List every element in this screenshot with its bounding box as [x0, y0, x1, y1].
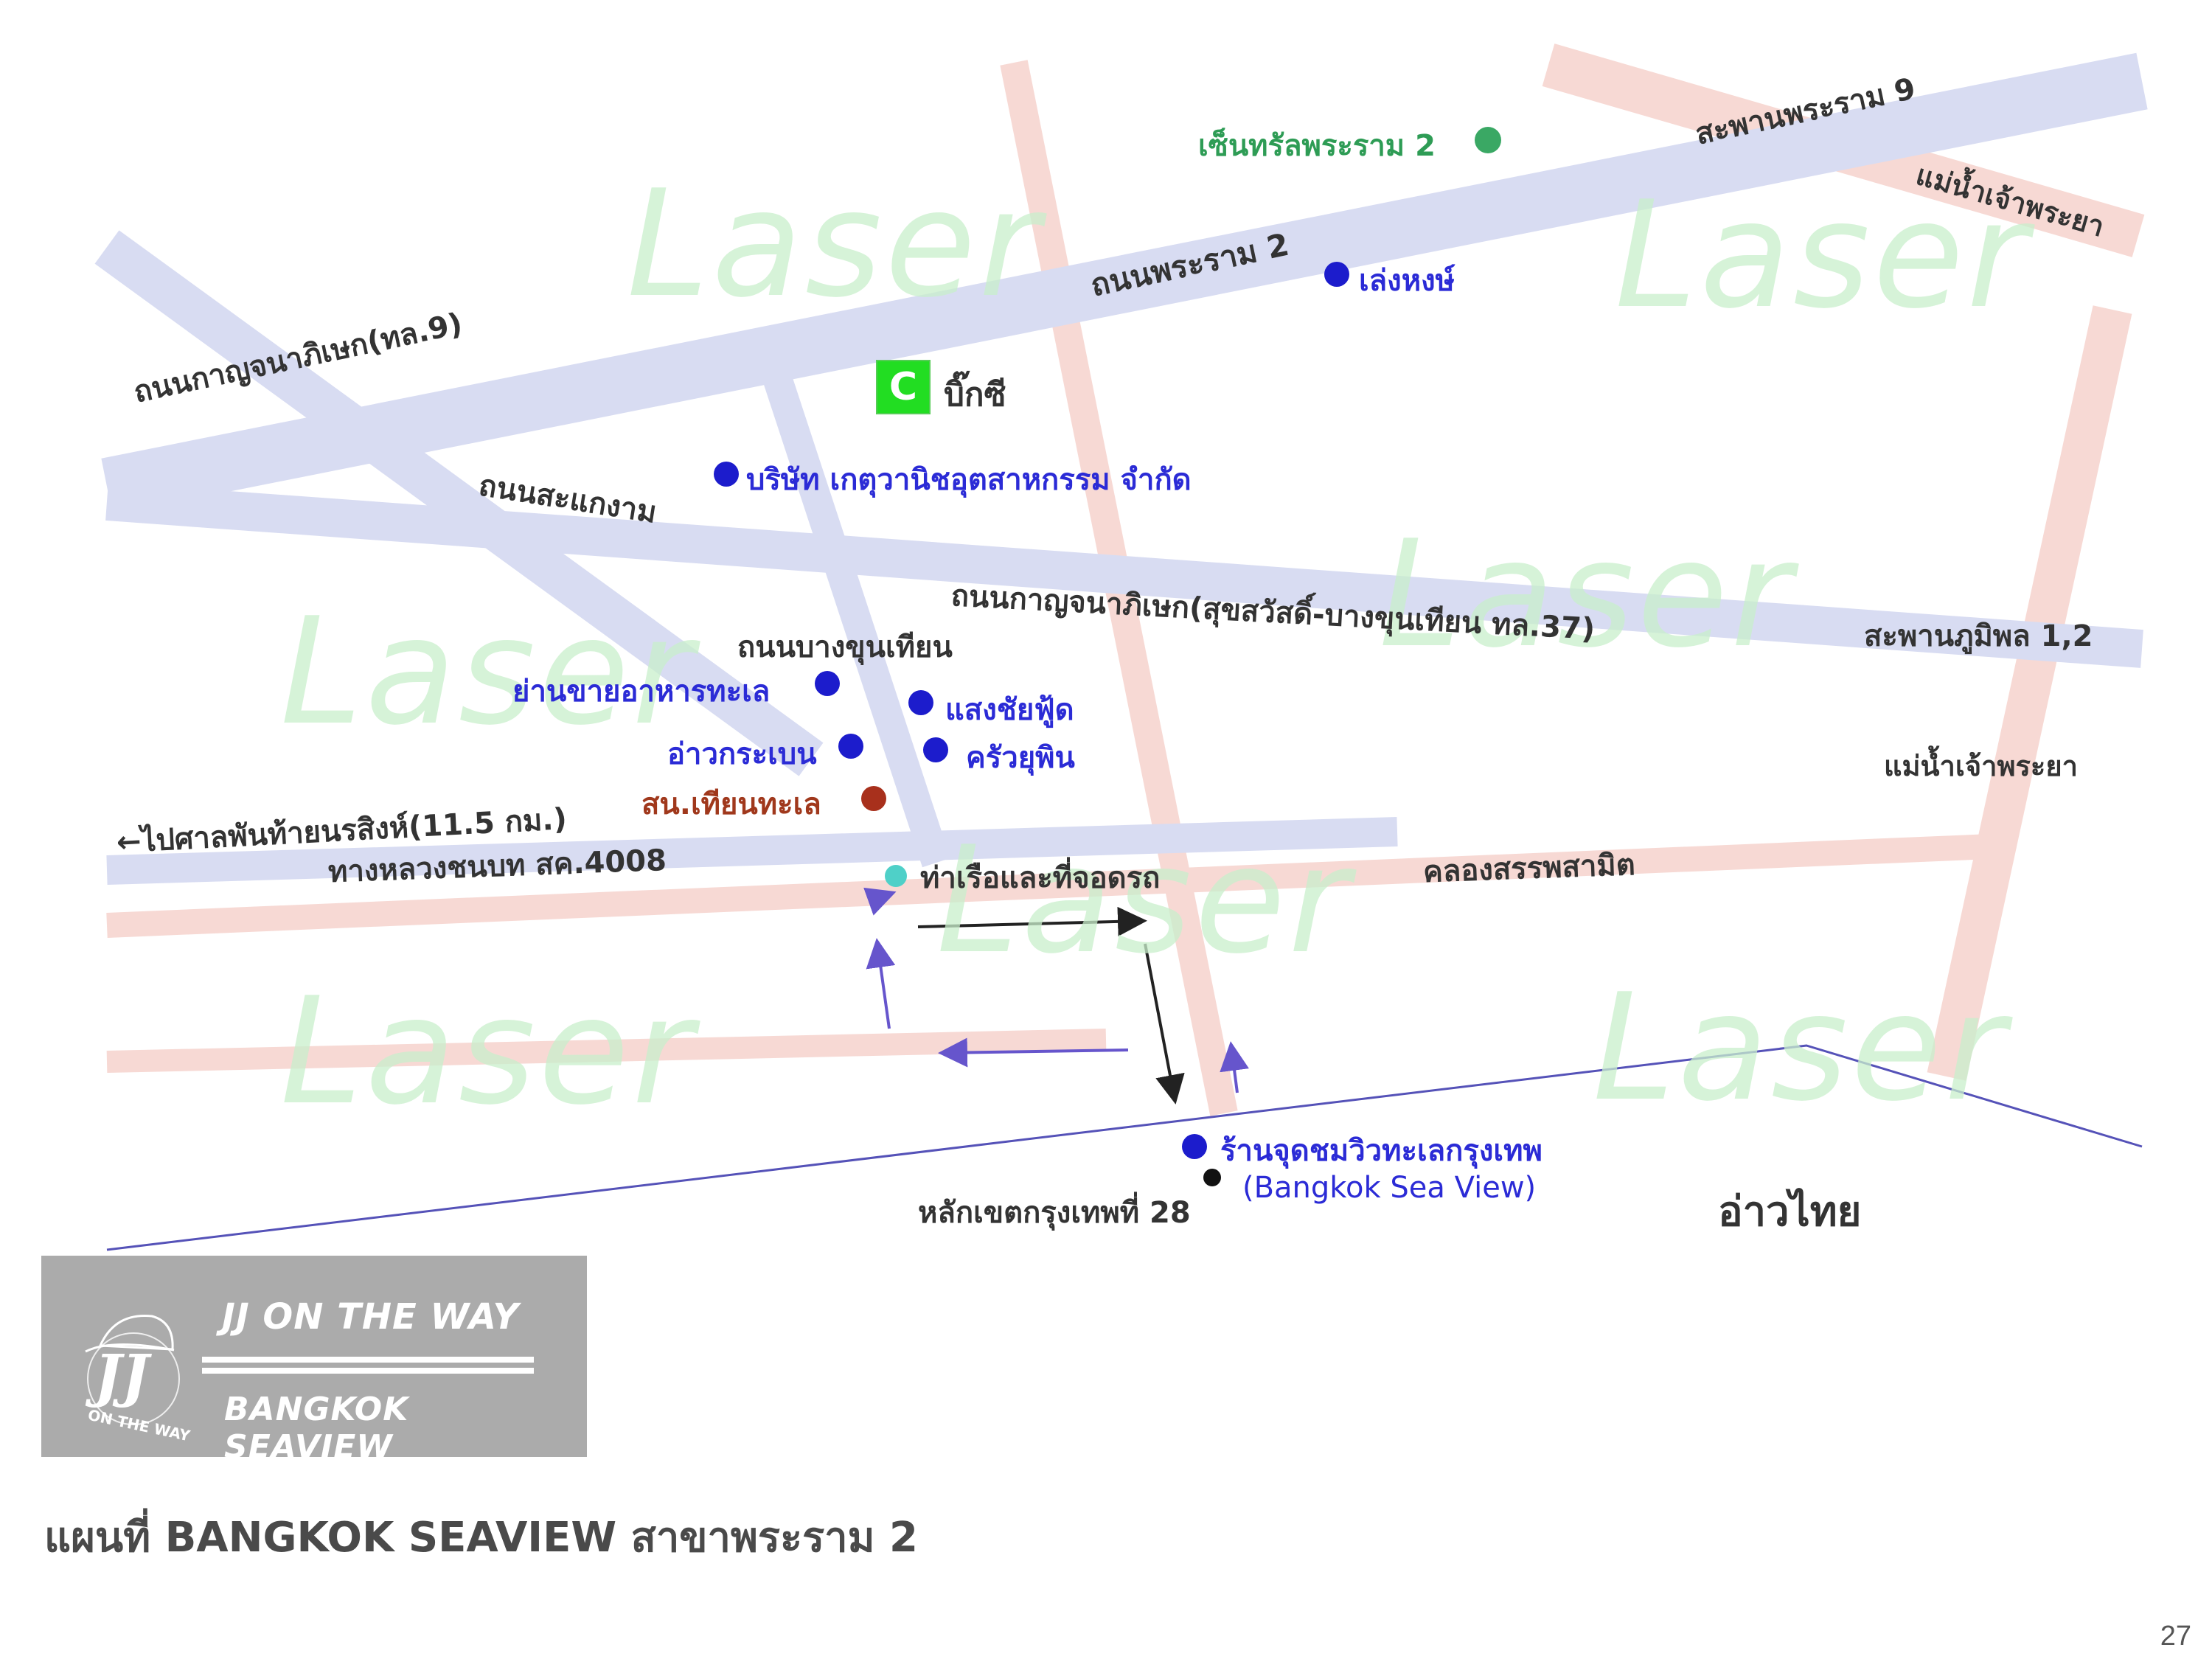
marker-seng-hong	[1324, 262, 1349, 287]
watermark: Laser	[1379, 509, 1795, 681]
marker-krua-yupin	[923, 737, 948, 762]
logo-divider	[202, 1357, 534, 1363]
marker-ao-krabang	[838, 734, 863, 759]
route-arrow-up-right	[1220, 1041, 1249, 1093]
label-saeng-chai-food: แสงชัยฟู้ด	[945, 693, 1074, 727]
label-gulf: อ่าวไทย	[1718, 1188, 1862, 1236]
watermark: Laser	[627, 159, 1043, 330]
marker-boundary-post	[1203, 1169, 1221, 1186]
label-pier-parking: ท่าเรือและที่จอดรถ	[920, 861, 1161, 895]
watermark: Laser	[280, 586, 696, 758]
marker-thian-thale-school	[861, 786, 886, 811]
highway-4008-line	[106, 817, 1398, 885]
jj-cap-logo-icon	[85, 1315, 180, 1425]
marker-central-rama2	[1475, 127, 1501, 153]
marker-restaurant	[1182, 1134, 1207, 1159]
label-ao-krabang: อ่าวกระเบน	[667, 737, 817, 771]
route-arrow-to-pier	[863, 887, 897, 916]
label-bhumibol-bridge: สะพานภูมิพล 1,2	[1864, 619, 2093, 653]
chao-phraya-river-right	[1927, 305, 2132, 1081]
kanchana-9-road-line	[94, 230, 824, 776]
rama2-road-line	[101, 52, 2148, 515]
watermark: Laser	[280, 966, 696, 1138]
logo-title: JJ ON THE WAY	[222, 1296, 520, 1338]
route-arrow-east	[917, 906, 1147, 936]
route-arrow-up-left	[866, 938, 896, 1029]
label-big-c: บิ๊กซี	[944, 376, 1006, 414]
route-arrows	[863, 887, 1249, 1105]
label-thian-thale-school: สน.เทียนทะเล	[641, 787, 821, 821]
map-caption: แผนที่ BANGKOK SEAVIEW สาขาพระราม 2	[44, 1514, 918, 1562]
label-seafood-market: ย่านขายอาหารทะเล	[512, 675, 771, 709]
label-restaurant-en: (Bangkok Sea View)	[1242, 1171, 1537, 1205]
logo-banner: JJ ON THE WAY JJ ON THE WAY BANGKOK SEAV…	[41, 1256, 587, 1466]
label-bang-khun-thian-road: ถนนบางขุนเทียน	[737, 630, 953, 664]
canal-khlong-sappasamit	[106, 834, 1992, 938]
marker-pier-parking	[885, 865, 907, 887]
watermark: Laser	[1593, 962, 2008, 1134]
marker-big-c-icon: C	[876, 360, 931, 414]
roads	[94, 52, 2148, 885]
route-arrow-south	[1144, 943, 1185, 1105]
logo-divider	[202, 1368, 534, 1374]
kanchana-37-road-line	[105, 482, 2143, 668]
label-chao-phraya-right: แม่น้ำเจ้าพระยา	[1884, 750, 2078, 782]
logo-monogram: JJ	[94, 1343, 149, 1410]
bang-khun-thian-road-line	[752, 341, 951, 868]
label-central-rama2: เซ็นทรัลพระราม 2	[1198, 129, 1436, 163]
watermark: Laser	[1615, 170, 2031, 341]
label-boundary-post: หลักเขตกรุงเทพที่ 28	[918, 1196, 1191, 1230]
coastline	[106, 1044, 2143, 1251]
marker-seafood-market	[815, 671, 840, 696]
watermark: Laser	[936, 815, 1352, 987]
page-number: 27	[2160, 1621, 2191, 1652]
label-company: บริษัท เกตุวานิชอุตสาหกรรม จำกัด	[746, 463, 1192, 497]
label-restaurant: ร้านจุดชมวิวทะเลกรุงเทพ	[1220, 1134, 1543, 1168]
label-seng-hong: เล่งหงษ์	[1359, 264, 1455, 298]
marker-saeng-chai-food	[908, 690, 933, 715]
route-arrow-west	[938, 1037, 1129, 1068]
label-krua-yupin: ครัวยุพิน	[966, 741, 1075, 775]
label-khlong: คลองสรรพสามิต	[1422, 847, 1636, 889]
logo-subtitle: BANGKOK SEAVIEW	[224, 1391, 409, 1466]
marker-company	[714, 462, 739, 487]
